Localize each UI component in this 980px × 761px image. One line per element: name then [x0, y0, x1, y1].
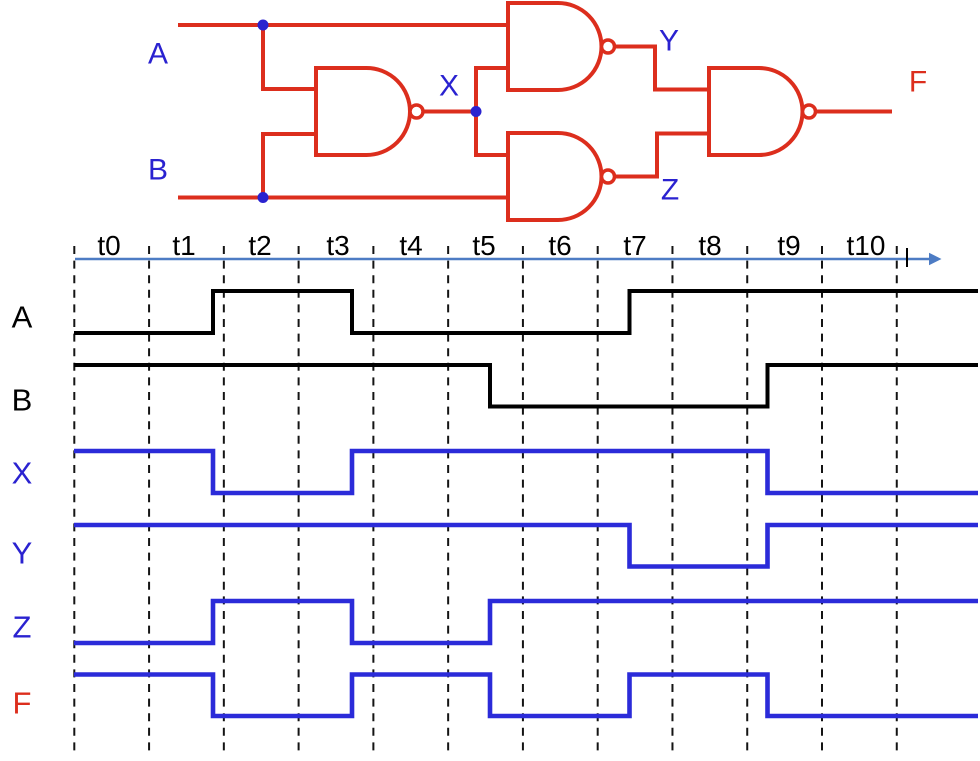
nand-gate-f: [707, 66, 805, 157]
time-label-t10: t10: [847, 230, 886, 261]
signal-label-A: A: [12, 300, 33, 335]
circuit-label-z: Z: [661, 174, 679, 207]
waveform-A: [74, 289, 978, 335]
signal-label-Y: Y: [12, 536, 33, 571]
time-axis-layer: t0 t1 t2 t3 t4 t5 t6 t7 t8 t9 t10: [75, 230, 942, 267]
gridline-layer: [73, 246, 898, 751]
waveform-Y: [74, 522, 978, 569]
time-label-t0: t0: [97, 230, 120, 261]
timing-diagram: t0 t1 t2 t3 t4 t5 t6 t7 t8 t9 t10 A B X Y Z F: [12, 230, 978, 751]
signal-label-B: B: [12, 383, 33, 418]
time-label-t6: t6: [548, 230, 571, 261]
circuit-label-b: B: [148, 154, 168, 187]
junction-dot-a: [257, 19, 269, 31]
circuit-label-y: Y: [659, 25, 679, 58]
junction-dot-b: [257, 192, 269, 203]
wire-node-y: [614, 44, 709, 92]
inverter-bubble-x: [408, 103, 425, 120]
waveform-B: [74, 363, 978, 409]
inverter-bubble-z: [599, 168, 617, 185]
nand-circuit-diagram: A B X Y Z F: [148, 1, 927, 222]
wire-x-to-gate-z: [474, 111, 508, 157]
wire-node-z: [614, 131, 709, 179]
wire-x-to-gate-y: [474, 66, 508, 112]
time-axis-arrowhead-icon: [929, 252, 942, 266]
circuit-label-x: X: [439, 70, 459, 103]
signal-label-X: X: [12, 456, 33, 491]
junction-dot-x: [470, 106, 482, 117]
circuit-label-a: A: [148, 38, 168, 71]
nand-gate-y: [506, 1, 604, 92]
time-label-t5: t5: [472, 230, 495, 261]
inverter-bubble-y: [599, 38, 617, 55]
time-label-t3: t3: [326, 230, 349, 261]
waveform-layer: [74, 289, 978, 719]
wire-branch-b: [261, 132, 316, 198]
inverter-bubble-f: [800, 103, 818, 120]
time-label-t2: t2: [248, 230, 271, 261]
signal-label-F: F: [13, 686, 32, 721]
waveform-F: [74, 672, 978, 719]
signal-label-layer: A B X Y Z F: [12, 300, 33, 721]
nand-gate-z: [506, 131, 604, 222]
wire-branch-a: [261, 25, 316, 91]
time-label-t8: t8: [698, 230, 721, 261]
nand-gate-x: [314, 66, 412, 157]
time-label-t7: t7: [623, 230, 646, 261]
waveform-Z: [74, 598, 978, 646]
time-label-t9: t9: [777, 230, 800, 261]
time-label-t4: t4: [399, 230, 422, 261]
time-label-t1: t1: [172, 230, 195, 261]
circuit-label-f: F: [909, 66, 927, 99]
signal-label-Z: Z: [13, 610, 32, 645]
waveform-X: [74, 448, 978, 496]
